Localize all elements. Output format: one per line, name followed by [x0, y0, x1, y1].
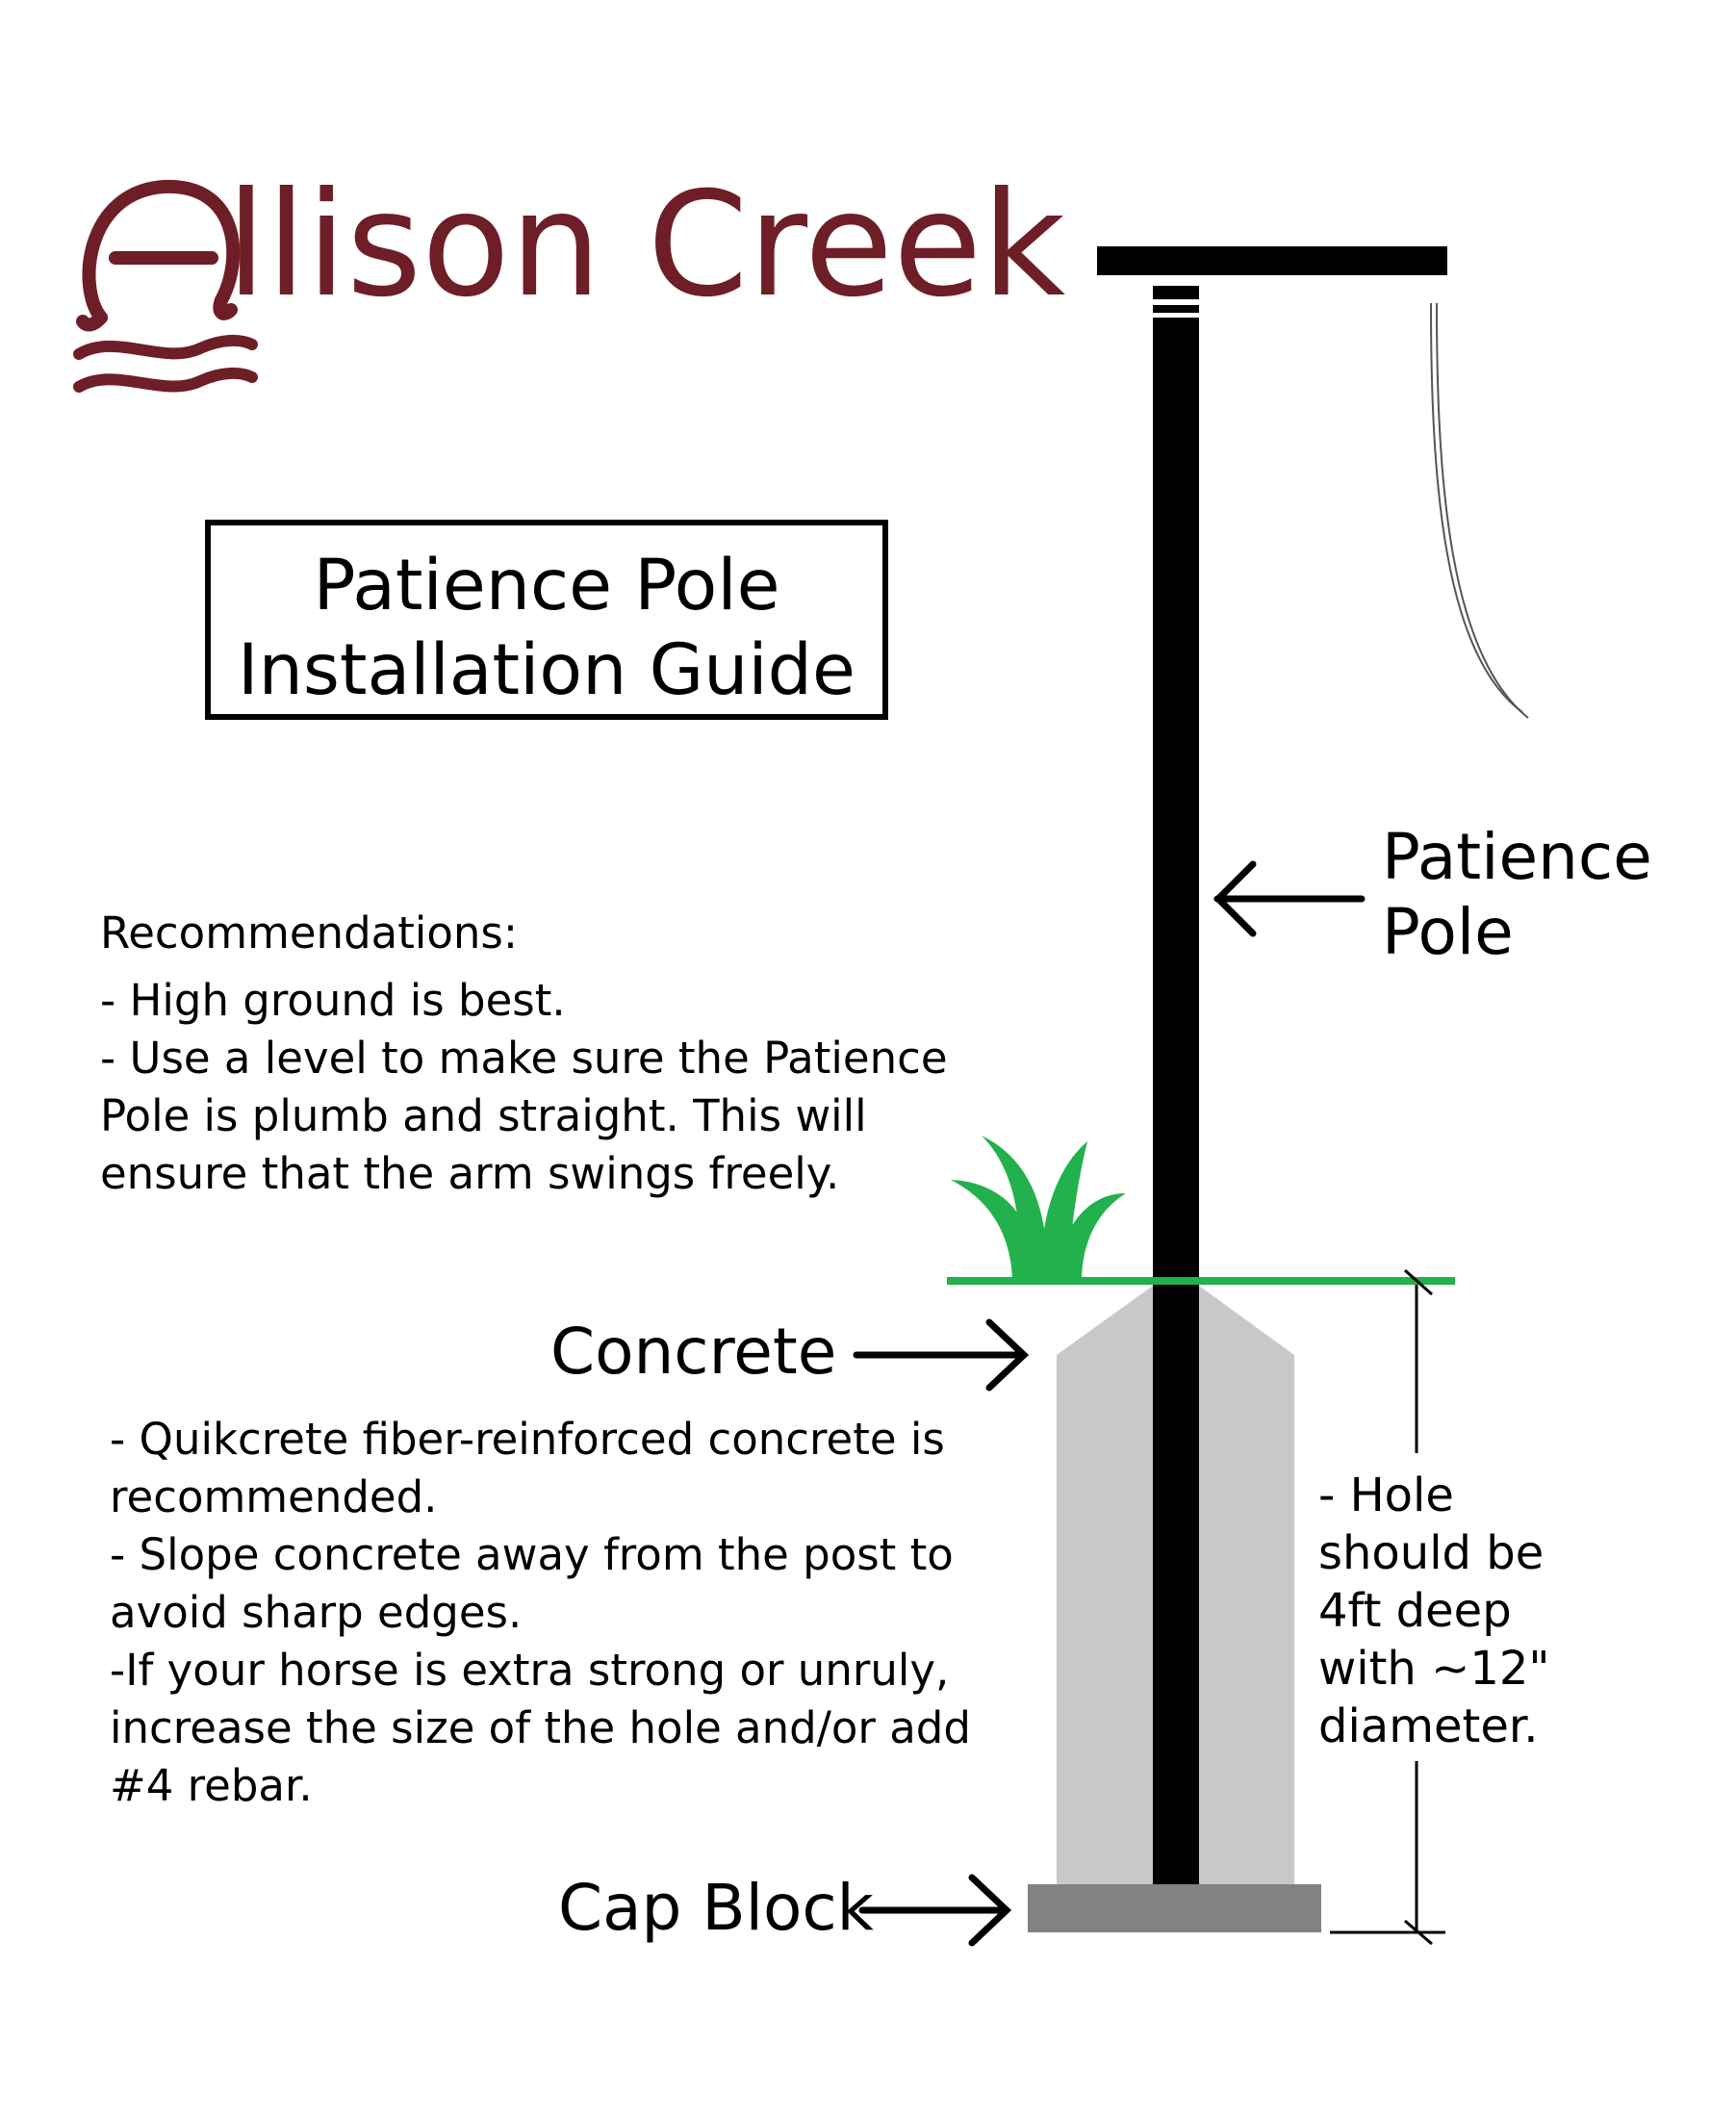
logo-text: llison Creek: [226, 162, 1066, 329]
cap-block-label: Cap Block: [558, 1871, 874, 1945]
rope: [1430, 302, 1529, 719]
top-arm: [1097, 246, 1447, 275]
recommendations-heading: Recommendations:: [100, 907, 519, 958]
concrete-note-line: -If your horse is extra strong or unruly…: [110, 1645, 950, 1696]
patience-pole-label-line-1: Patience: [1382, 820, 1652, 894]
title-line-1: Patience Pole: [313, 545, 780, 626]
hole-note-line: 4ft deep: [1318, 1584, 1512, 1638]
cap-block-arrow-icon: [858, 1874, 1012, 1947]
concrete-arrow-icon: [853, 1318, 1030, 1392]
concrete-note-line: - Quikcrete fiber-reinforced concrete is: [110, 1414, 945, 1465]
hole-note-line: - Hole: [1318, 1469, 1454, 1522]
concrete-note-line: recommended.: [110, 1471, 438, 1522]
concrete-label: Concrete: [550, 1315, 837, 1389]
concrete-note-line: avoid sharp edges.: [110, 1587, 523, 1638]
patience-pole-arrow-icon: [1213, 860, 1366, 937]
title-box: Patience Pole Installation Guide: [205, 520, 888, 720]
recommendation-line: ensure that the arm swings freely.: [100, 1148, 840, 1199]
cap-block: [1028, 1884, 1321, 1932]
recommendation-line: Pole is plumb and straight. This will: [100, 1090, 867, 1141]
pole-top-cap: [1153, 305, 1199, 313]
concrete-note-line: #4 rebar.: [110, 1760, 313, 1811]
logo-waves-icon: [73, 334, 258, 393]
logo-arch-icon: [76, 179, 241, 332]
concrete-note-line: - Slope concrete away from the post to: [110, 1529, 954, 1580]
depth-dimension-line: [1330, 1268, 1445, 1946]
title-line-2: Installation Guide: [238, 629, 855, 711]
patience-pole-label-line-2: Pole: [1382, 895, 1514, 969]
grass-icon: [951, 1136, 1126, 1278]
recommendation-line: - High ground is best.: [100, 975, 566, 1026]
hole-note-line: should be: [1318, 1526, 1545, 1580]
hole-note-line: with ~12": [1318, 1642, 1550, 1696]
patience-pole: [1153, 318, 1199, 1886]
concrete-note-line: increase the size of the hole and/or add: [110, 1702, 971, 1753]
hole-note-line: diameter.: [1318, 1699, 1539, 1753]
ground-line: [947, 1277, 1455, 1285]
swivel-collar: [1153, 286, 1199, 299]
recommendation-line: - Use a level to make sure the Patience: [100, 1033, 948, 1084]
